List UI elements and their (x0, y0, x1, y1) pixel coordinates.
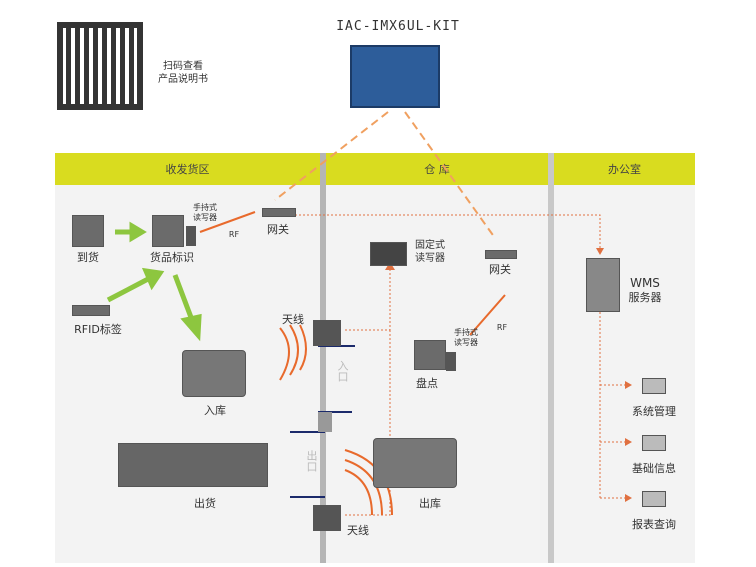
forklift-icon (182, 350, 246, 397)
server-label: WMS (630, 276, 660, 290)
arrow-rfid-tag (106, 275, 152, 303)
gateway-icon (485, 250, 517, 259)
gateway-icon (262, 208, 296, 217)
computer-icon (642, 378, 666, 394)
outbound-label: 出库 (419, 497, 441, 510)
pallet-icon (72, 215, 104, 247)
zone-header: 收发货区 (55, 153, 320, 185)
gateway-label: 网关 (267, 223, 289, 236)
tagging-label: 货品标识 (150, 251, 194, 264)
inventory-label: 盘点 (416, 377, 438, 390)
antenna-icon (313, 505, 341, 531)
qr-code (57, 22, 143, 110)
rf-label: RF (496, 323, 508, 332)
link-board-gateway-right (404, 111, 496, 239)
link-server-clients (599, 312, 625, 499)
pallet-icon (414, 340, 446, 370)
rf-signal-left (199, 211, 256, 233)
exit-label: 出口 (305, 450, 318, 472)
client-label: 基础信息 (632, 462, 676, 475)
computer-icon (642, 491, 666, 507)
handheld-reader-icon (186, 226, 196, 246)
qr-caption-1: 扫码查看 (163, 61, 203, 72)
antenna-waves-top (279, 324, 307, 381)
handheld-label: 手持式 (193, 203, 217, 212)
fixed-reader-label: 读写器 (415, 253, 445, 264)
link-antenna2-reader (345, 330, 391, 516)
pallet-icon (152, 215, 184, 247)
link-gateway-server (295, 214, 601, 248)
antenna-label: 天线 (347, 524, 369, 537)
board-image (350, 45, 440, 108)
rfid-tag-label: RFID标签 (74, 323, 122, 336)
arrow-tag-inbound (172, 274, 195, 321)
rf-signal-right (469, 294, 506, 336)
shipping-label: 出货 (194, 497, 216, 510)
handheld-reader-icon (446, 352, 456, 371)
server-icon (586, 258, 620, 312)
handheld-label: 读写器 (193, 213, 217, 222)
gateway-label: 网关 (489, 263, 511, 276)
inbound-label: 入库 (204, 404, 226, 417)
computer-icon (642, 435, 666, 451)
antenna-label: 天线 (282, 313, 304, 326)
link-antenna-reader (345, 270, 391, 331)
rfid-tag-icon (72, 305, 110, 316)
antenna-icon (313, 320, 341, 346)
client-label: 报表查询 (632, 518, 676, 531)
pole (320, 153, 326, 563)
qr-caption-2: 产品说明书 (158, 74, 208, 85)
forklift-icon (373, 438, 457, 488)
divider (548, 153, 554, 563)
fixed-reader-label: 固定式 (415, 240, 445, 251)
handheld-label: 手持式 (454, 328, 478, 337)
server-label: 服务器 (628, 291, 662, 304)
rf-label: RF (228, 230, 240, 239)
zone-header: 办公室 (554, 153, 695, 185)
client-label: 系统管理 (632, 405, 676, 418)
link-board-gateway-left (274, 111, 389, 201)
handheld-label: 读写器 (454, 338, 478, 347)
fixed-reader-icon (370, 242, 407, 266)
arrival-label: 到货 (77, 251, 99, 264)
zone-office: 办公室 (554, 153, 695, 563)
product-title: IAC-IMX6UL-KIT (336, 19, 460, 34)
entrance-label: 入口 (336, 360, 349, 382)
truck-icon (118, 443, 268, 487)
